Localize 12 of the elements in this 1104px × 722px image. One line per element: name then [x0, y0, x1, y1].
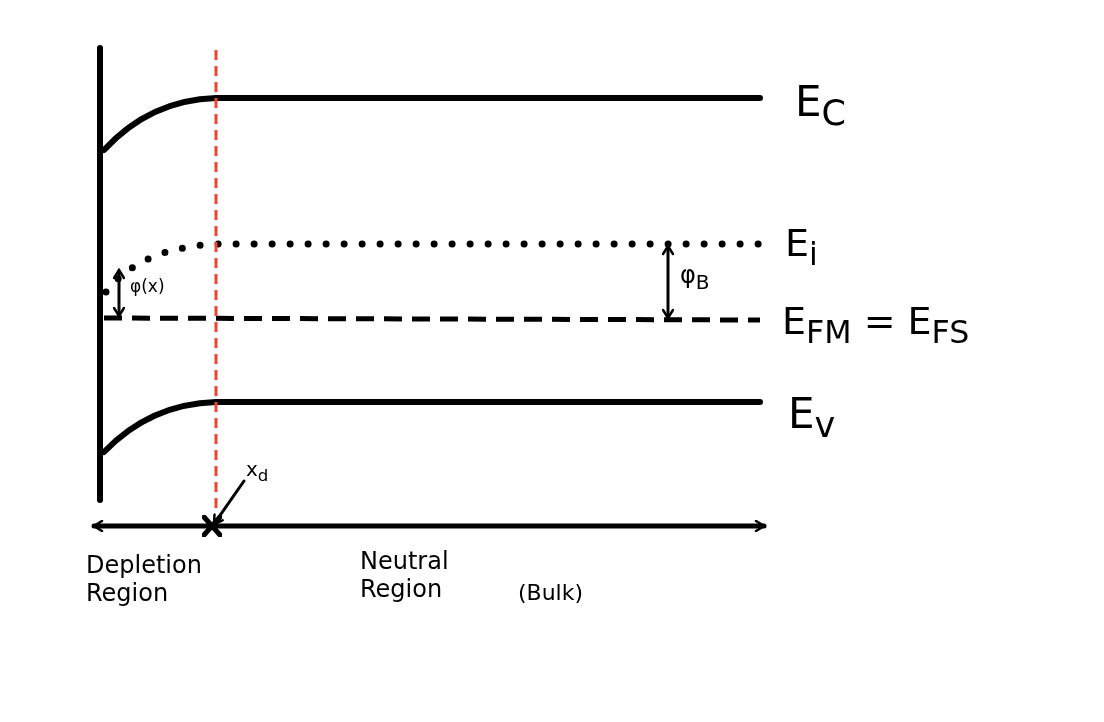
- leader-line: [212, 479, 246, 526]
- label: (Bulk): [518, 580, 584, 606]
- label: E$_{FM}$ = E$_{FS}$: [782, 300, 970, 350]
- cross: [202, 515, 222, 537]
- callout-text: x$_{d}$: [246, 458, 269, 486]
- label: E$_{C}$: [795, 78, 846, 134]
- label: E$_{v}$: [788, 390, 836, 446]
- label: Neutral Region: [360, 548, 450, 604]
- label: φ(x): [130, 277, 165, 297]
- label: Depletion Region: [86, 552, 203, 608]
- label: E$_{i}$: [785, 222, 818, 272]
- label: φ$_{B}$: [680, 262, 710, 294]
